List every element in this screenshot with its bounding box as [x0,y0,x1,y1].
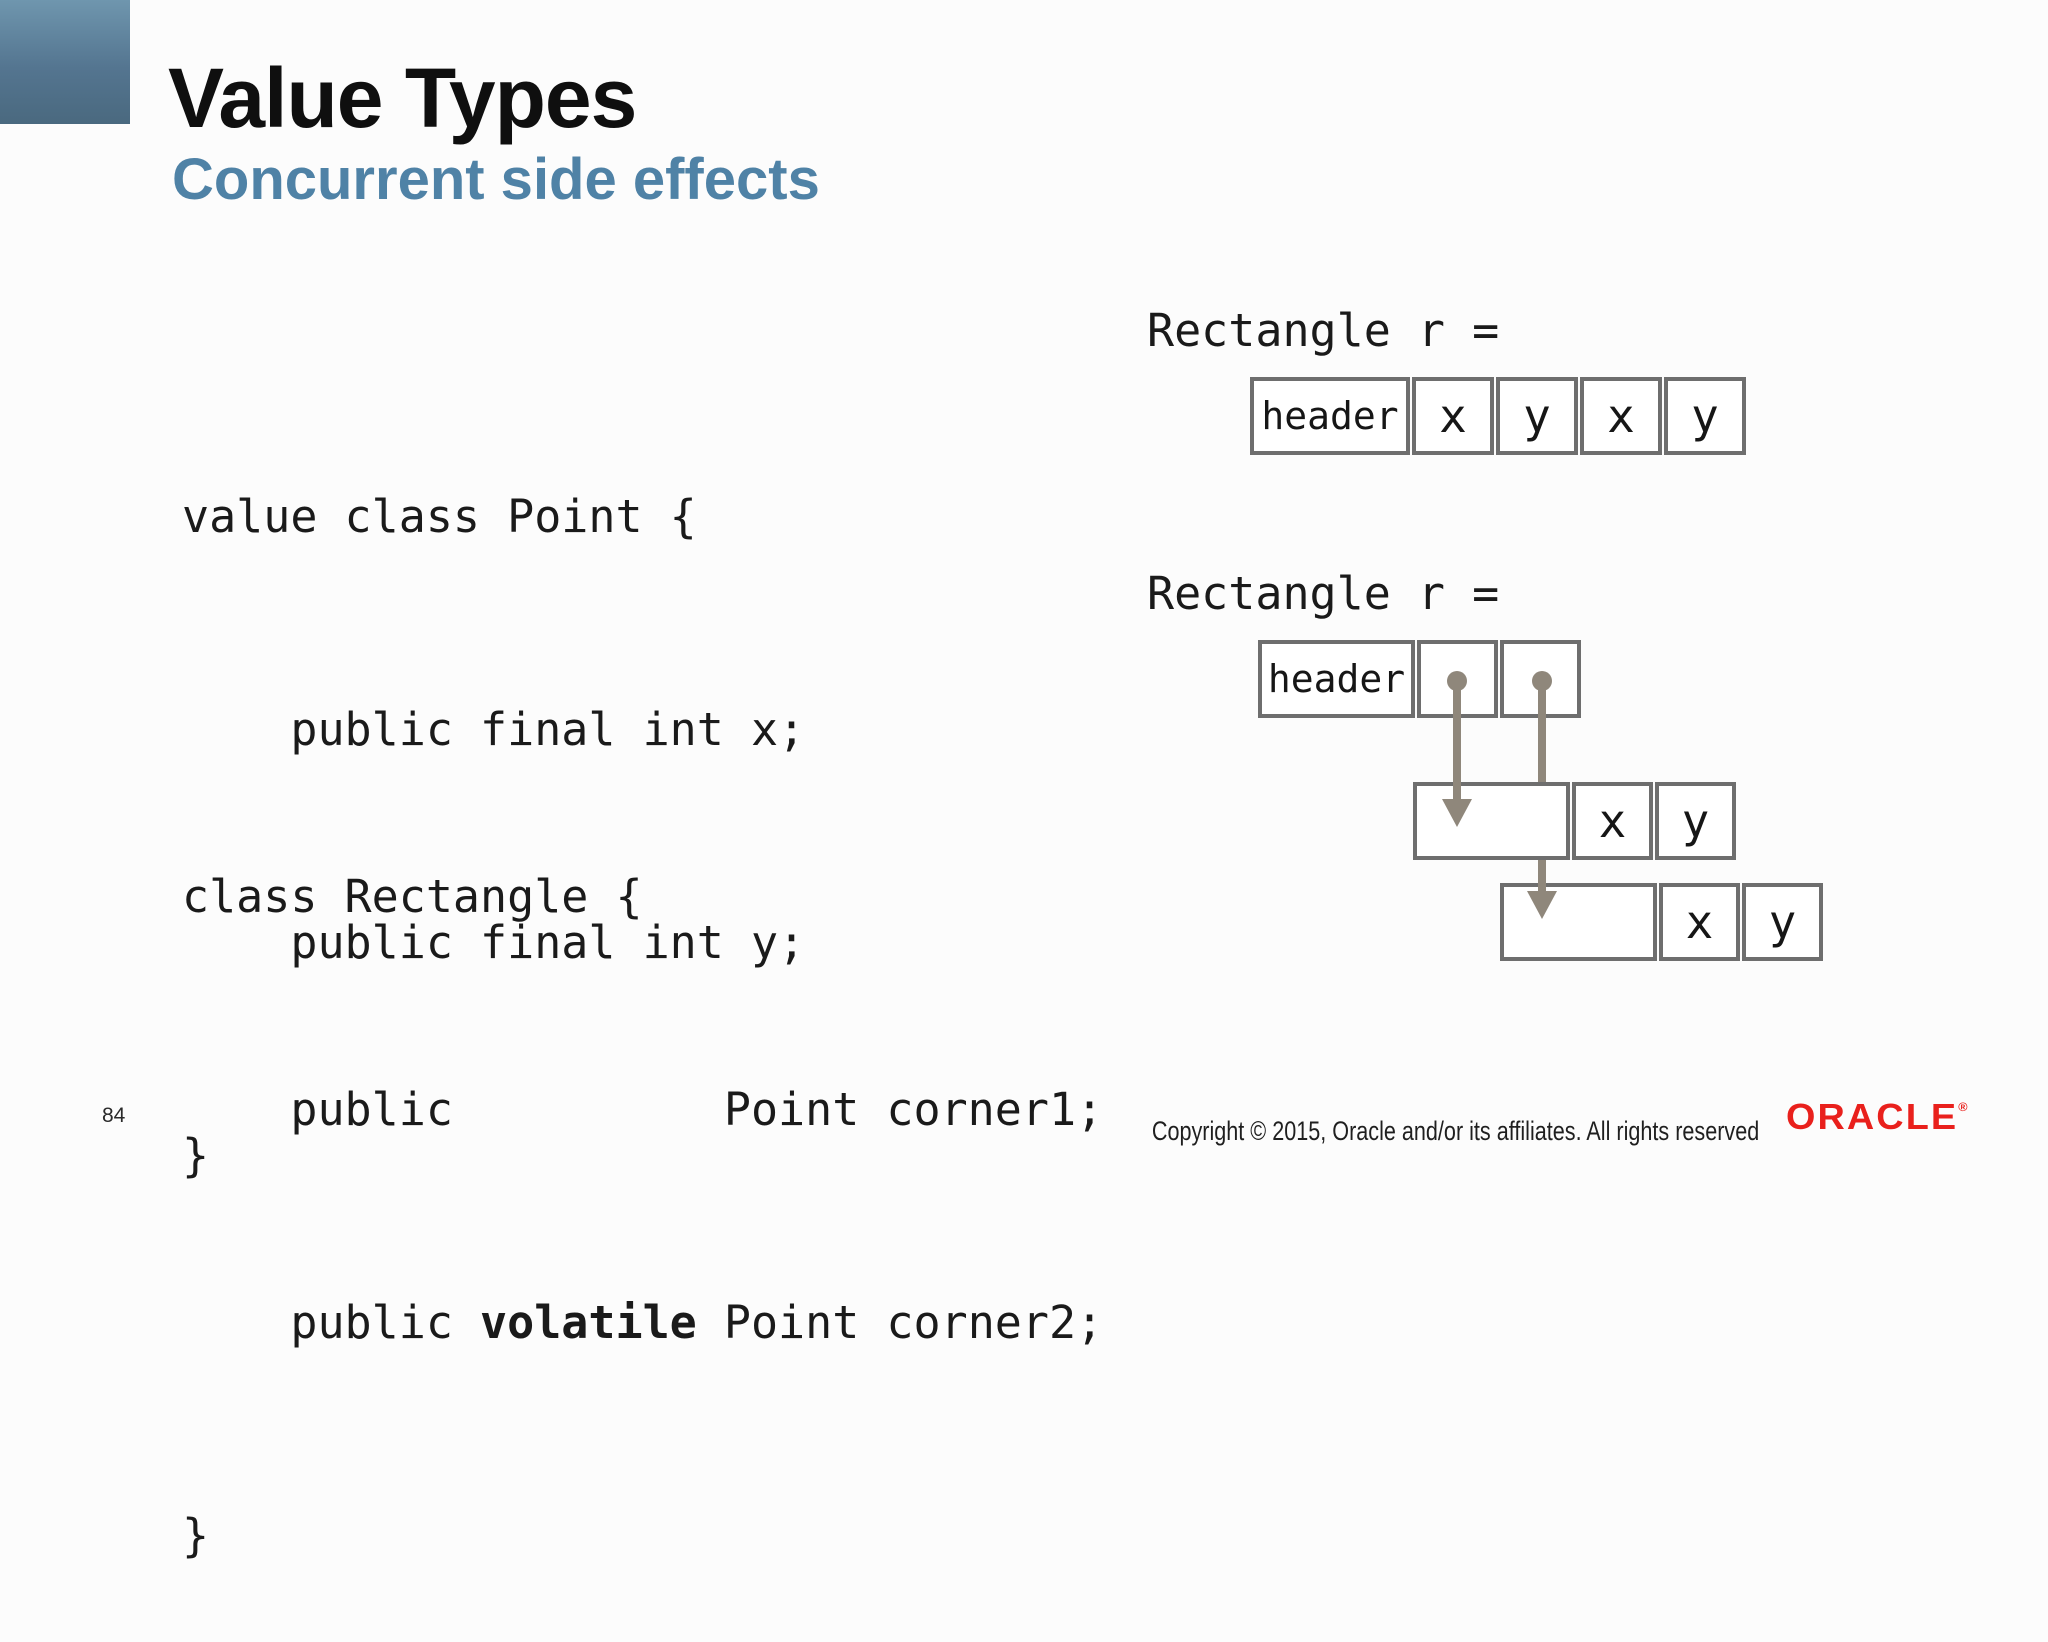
memory-cell-y: y [1655,782,1736,860]
code-line: } [182,1509,210,1562]
code-line: public volatile Point corner2; [182,1287,1103,1358]
memory-cell-y: y [1496,377,1578,455]
corner-accent-square [0,0,130,124]
memory-cell-object-header [1413,782,1570,860]
code-block-rectangle-class: class Rectangle { public Point corner1; … [182,719,1103,1642]
slide-title: Value Types [168,51,637,145]
pointer-arrowhead-corner2 [1527,891,1557,919]
oracle-logo-text: ORACLE [1786,1096,1959,1137]
pointer-arrow-corner1 [1453,681,1461,801]
slide: { "slide": { "title": "Value Types", "su… [0,0,1968,1562]
oracle-logo: ORACLE® [1786,1096,1967,1138]
code-segment: Point corner2; [696,1296,1104,1349]
memory-cell-x: x [1580,377,1662,455]
registered-mark: ® [1958,1100,1968,1114]
slide-subtitle: Concurrent side effects [172,147,820,212]
memory-cell-object-header [1500,883,1657,961]
diagram-ref-point2-row: x y [1500,883,1823,961]
page-number: 84 [102,1104,126,1127]
diagram-ref-rectangle-row: header [1258,640,1581,718]
memory-cell-y: y [1742,883,1823,961]
code-line: public final int y; [182,916,806,969]
code-line: public final int x; [182,703,806,756]
memory-cell-y: y [1664,377,1746,455]
memory-cell-header: header [1258,640,1415,718]
diagram-ref-label: Rectangle r = [1147,567,1500,620]
pointer-arrowhead-corner1 [1442,799,1472,827]
memory-cell-x: x [1572,782,1653,860]
diagram-flat-label: Rectangle r = [1147,304,1500,357]
code-line: value class Point { [182,490,697,543]
copyright-text: Copyright © 2015, Oracle and/or its affi… [1151,1116,1759,1146]
code-segment: public [182,1296,481,1349]
memory-cell-header: header [1250,377,1410,455]
diagram-flat-memory-row: header x y x y [1250,377,1746,455]
memory-cell-x: x [1412,377,1494,455]
memory-cell-x: x [1659,883,1740,961]
code-line: class Rectangle { [182,870,643,923]
code-keyword-volatile: volatile [480,1296,697,1349]
diagram-ref-point1-row: x y [1413,782,1736,860]
code-line: public Point corner1; [182,1083,1104,1136]
